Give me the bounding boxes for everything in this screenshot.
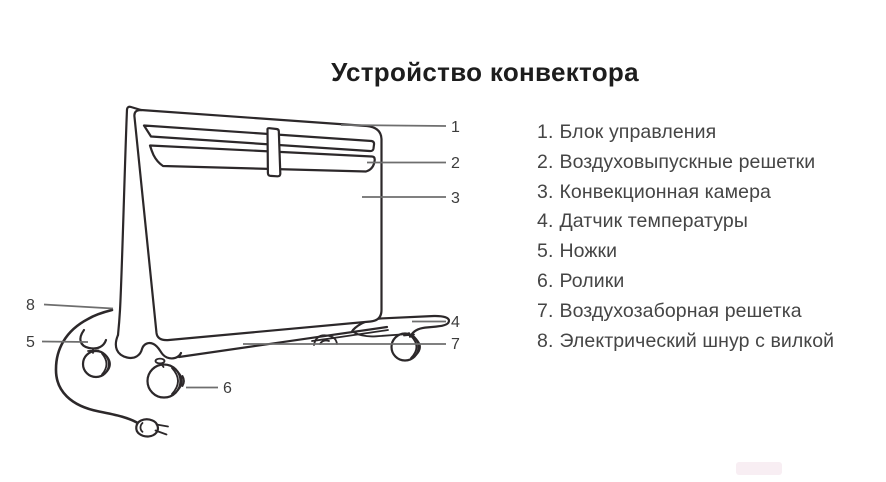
page-title: Устройство конвектора	[331, 57, 639, 88]
left-side-panel	[116, 105, 143, 337]
callout-line-1	[340, 124, 447, 127]
power-plug	[135, 418, 159, 438]
base-bar-lower-edge	[311, 329, 389, 342]
legend-item-number: 4.	[537, 210, 554, 233]
left-rear-caster-tread	[101, 352, 111, 376]
legend-item-label: Блок управления	[559, 121, 717, 143]
callout-number-7: 7	[451, 336, 460, 353]
legend-item-number: 2.	[537, 150, 554, 173]
plug-prongs	[154, 423, 169, 436]
legend-item-3: 3.Конвекционная камера	[537, 178, 834, 208]
right-caster-tread	[410, 335, 421, 359]
callout-number-1: 1	[451, 119, 460, 136]
legend-item-1: 1.Блок управления	[537, 118, 834, 148]
legend-item-number: 8.	[537, 329, 554, 352]
right-foot-bottom	[351, 330, 409, 338]
right-caster-wheel	[390, 332, 420, 362]
parts-legend: 1.Блок управления 2.Воздуховыпускные реш…	[537, 118, 834, 356]
callout-number-6: 6	[223, 380, 232, 397]
legend-item-number: 7.	[537, 299, 554, 322]
legend-item-label: Датчик температуры	[559, 210, 748, 233]
base-and-feet	[79, 314, 451, 399]
legend-item-label: Ролики	[559, 269, 625, 292]
legend-item-number: 1.	[537, 121, 554, 143]
left-front-foot	[114, 333, 183, 360]
callout-numbers: 1 2 3 4 7 6 5 8	[26, 119, 460, 397]
legend-item-label: Электрический шнур с вилкой	[559, 329, 835, 352]
callout-lines	[41, 124, 447, 389]
legend-item-8: 8.Электрический шнур с вилкой	[537, 327, 834, 357]
faint-pink-smudge	[736, 462, 782, 475]
legend-item-5: 5.Ножки	[537, 237, 834, 267]
left-front-caster-wheel	[146, 363, 182, 399]
legend-item-7: 7.Воздухозаборная решетка	[537, 297, 834, 327]
callout-number-2: 2	[451, 155, 460, 172]
power-plug-detail	[139, 422, 144, 433]
air-outlet-slat-lower	[148, 144, 376, 173]
legend-item-label: Воздухозаборная решетка	[559, 299, 802, 322]
legend-item-6: 6.Ролики	[537, 267, 834, 297]
control-tab	[266, 127, 282, 178]
legend-item-2: 2.Воздуховыпускные решетки	[537, 148, 834, 178]
legend-item-number: 5.	[537, 240, 554, 263]
legend-item-number: 6.	[537, 269, 554, 292]
callout-number-8: 8	[26, 297, 35, 314]
callout-number-3: 3	[451, 190, 460, 207]
convector-diagram: 1 2 3 4 7 6 5 8	[26, 105, 460, 438]
left-front-caster-tread	[171, 367, 185, 395]
power-cord	[54, 308, 140, 425]
legend-item-label: Конвекционная камера	[559, 180, 771, 203]
callout-line-8	[43, 303, 114, 310]
callout-number-4: 4	[451, 314, 460, 331]
left-rear-caster-wheel	[81, 349, 111, 379]
legend-item-number: 3.	[537, 180, 554, 203]
legend-item-label: Ножки	[559, 240, 618, 263]
callout-line-5	[41, 340, 89, 343]
legend-item-4: 4.Датчик температуры	[537, 207, 834, 237]
heater-body	[116, 105, 383, 342]
legend-item-label: Воздуховыпускные решетки	[559, 150, 816, 173]
power-cord-assembly	[54, 308, 169, 438]
left-rear-foot	[79, 328, 108, 350]
callout-number-5: 5	[26, 334, 35, 351]
air-outlet-slat-upper	[142, 124, 376, 153]
left-front-caster-stem	[154, 357, 166, 365]
